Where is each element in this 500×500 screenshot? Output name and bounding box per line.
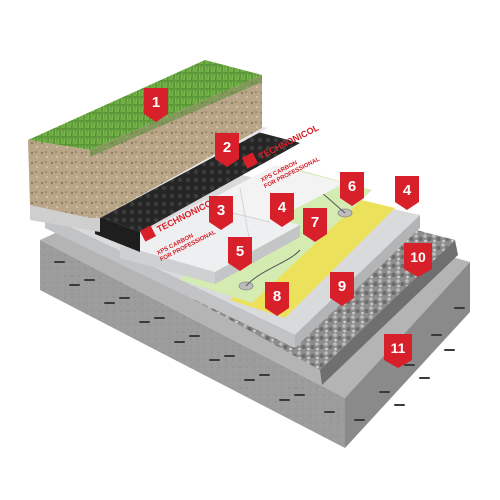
badge-2-label: 2 xyxy=(223,139,231,156)
badge-10: 10 xyxy=(404,243,432,277)
badge-4b: 4 xyxy=(395,176,419,210)
badge-1: 1 xyxy=(144,88,168,122)
badge-7: 7 xyxy=(303,208,327,242)
badge-7-label: 7 xyxy=(311,214,319,231)
brand-logo-icon xyxy=(241,152,259,169)
badge-6-label: 6 xyxy=(348,178,356,195)
badge-11: 11 xyxy=(384,334,412,368)
badge-2: 2 xyxy=(215,133,239,167)
badge-6: 6 xyxy=(340,172,364,206)
badge-3: 3 xyxy=(209,196,233,230)
soil-grass-block xyxy=(28,60,262,218)
brand-logo-icon xyxy=(139,225,157,242)
xps-boards xyxy=(120,165,345,284)
badge-9: 9 xyxy=(330,272,354,306)
layer-badges: 1 2 3 4 4 5 6 xyxy=(144,88,432,368)
badge-8: 8 xyxy=(265,282,289,316)
badge-4-label: 4 xyxy=(278,199,287,216)
badge-3-label: 3 xyxy=(217,202,225,219)
badge-5: 5 xyxy=(228,237,252,271)
badge-11-label: 11 xyxy=(391,340,406,356)
badge-10-label: 10 xyxy=(410,249,426,265)
badge-4b-label: 4 xyxy=(403,182,412,199)
rebar-ends xyxy=(54,261,465,421)
badge-9-label: 9 xyxy=(338,278,346,295)
badge-4: 4 xyxy=(270,193,294,227)
badge-8-label: 8 xyxy=(273,288,281,305)
badge-1-label: 1 xyxy=(152,94,160,111)
badge-5-label: 5 xyxy=(236,243,244,260)
